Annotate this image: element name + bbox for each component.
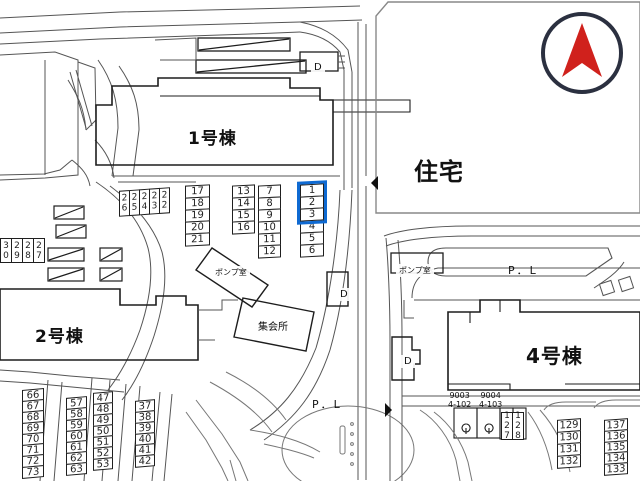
parking-stall[interactable]: 6 [300, 243, 324, 258]
lot-code-line1: 9004 [480, 391, 501, 400]
parking-stall-number: 16 [237, 221, 250, 234]
map-label-d-right: D [401, 355, 415, 368]
map-label-d-top: D [311, 61, 325, 74]
parking-stall[interactable]: 21 [185, 232, 210, 247]
parking-stall-number: 4 [308, 220, 316, 233]
parking-stall-number: 24 [139, 191, 150, 213]
parking-stall-number: 25 [129, 192, 140, 214]
parking-stall-number: 19 [191, 209, 204, 222]
parking-stall-number: 21 [191, 233, 204, 246]
parking-stall-number: 29 [12, 240, 22, 261]
parking-stall-number: 7 [266, 185, 273, 198]
parking-stall-number: 17 [191, 185, 204, 198]
parking-stall-number: 18 [191, 197, 204, 210]
parking-stall[interactable]: 16 [232, 220, 255, 235]
map-label-pl-right: P．L [508, 264, 538, 277]
parking-stall-number: 132 [559, 455, 579, 468]
parking-stall-number: 2 [308, 196, 316, 209]
map-label-bldg1: 1号棟 [188, 129, 237, 149]
parking-stall-number: 133 [606, 462, 626, 476]
map-label-pump-room-right: ポンプ室 [396, 264, 434, 277]
lot-code-line2: 4-102 [448, 400, 472, 409]
map-label-pl-center: P．L [312, 398, 342, 411]
map-label-bldg4: 4号棟 [526, 344, 583, 368]
map-label-assembly-hall: 集会所 [258, 322, 288, 333]
parking-stall-number: 73 [26, 465, 40, 479]
parking-stall[interactable]: 73 [22, 465, 44, 479]
north-arrow [540, 11, 624, 95]
parking-stall-number: 127 [502, 411, 512, 441]
lot-code-line2: 4-103 [479, 400, 503, 409]
parking-stall-number: 9 [266, 209, 273, 222]
parking-stall-number: 128 [513, 411, 523, 441]
parking-stall-number: 30 [1, 240, 11, 261]
map-marker-marker-right-road [385, 403, 392, 417]
parking-stall-number: 53 [96, 457, 110, 471]
parking-stall-number: 28 [23, 240, 33, 261]
parking-stall[interactable]: 53 [93, 457, 113, 471]
map-marker-marker-left-residence [371, 176, 378, 190]
lot-code-line1: 9003 [449, 391, 470, 400]
parking-stall-number: 1 [308, 184, 316, 197]
parking-stall[interactable]: 128 [512, 411, 524, 441]
parking-stall[interactable]: 27 [33, 238, 45, 263]
parking-stall-number: 6 [308, 244, 316, 257]
map-label-residence: 住宅 [414, 158, 464, 186]
parking-stall-number: 3 [308, 208, 316, 221]
parking-stall-number: 23 [149, 190, 160, 212]
parking-stall-number: 8 [266, 197, 273, 210]
parking-stall-number: 20 [191, 221, 204, 234]
parking-stall[interactable]: 22 [159, 187, 170, 214]
parking-stall-number: 15 [237, 209, 250, 222]
parking-stall-number: 11 [263, 233, 276, 246]
parking-stall-number: 63 [70, 462, 83, 476]
parking-stall-number: 12 [263, 245, 276, 258]
parking-stall-number: 5 [308, 232, 316, 245]
parking-stall-number: 42 [138, 454, 152, 468]
parking-stall[interactable]: 12 [258, 244, 281, 259]
map-label-bldg2: 2号棟 [35, 327, 84, 347]
parking-stall-number: 27 [34, 240, 44, 261]
parking-stall[interactable]: 132 [557, 454, 581, 469]
parking-stall-number: 22 [159, 190, 170, 211]
map-label-pump-room-left: ポンプ室 [212, 266, 250, 279]
parking-stall-number: 26 [119, 193, 130, 214]
parking-stall[interactable]: 133 [604, 462, 628, 476]
parking-stall[interactable]: 63 [66, 462, 87, 476]
parking-stall-number: 13 [237, 185, 250, 198]
parking-stall-number: 10 [263, 221, 276, 234]
map-label-d-mid: D [337, 288, 351, 301]
parking-stall[interactable]: 42 [135, 454, 155, 468]
parking-stall-number: 14 [237, 197, 250, 210]
